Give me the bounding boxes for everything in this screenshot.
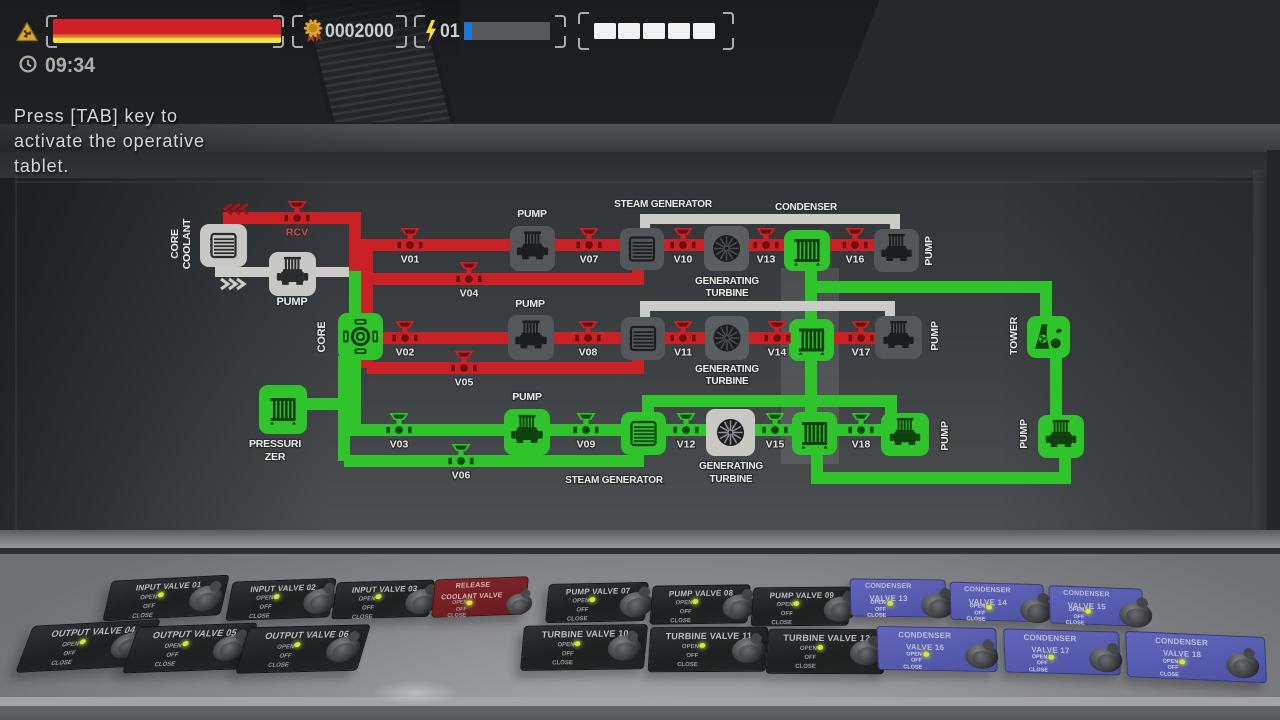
- svg-text:V04: V04: [460, 288, 479, 300]
- svg-text:V14: V14: [768, 347, 787, 359]
- svg-text:COOLANT: COOLANT: [181, 218, 193, 269]
- svg-text:GENERATING: GENERATING: [695, 276, 759, 287]
- svg-text:V17: V17: [852, 347, 871, 359]
- svg-text:ZER: ZER: [265, 451, 286, 463]
- svg-text:PRESSURI: PRESSURI: [249, 438, 301, 450]
- svg-text:GENERATING: GENERATING: [695, 364, 759, 375]
- svg-text:V12: V12: [677, 439, 696, 451]
- svg-text:CORE: CORE: [169, 229, 181, 259]
- svg-text:V09: V09: [577, 439, 596, 451]
- svg-text:PUMP: PUMP: [277, 296, 308, 308]
- svg-text:PUMP: PUMP: [923, 236, 935, 266]
- svg-text:V15: V15: [766, 439, 785, 451]
- svg-text:V01: V01: [401, 254, 420, 266]
- svg-text:V10: V10: [674, 254, 693, 266]
- svg-text:V03: V03: [390, 439, 409, 451]
- svg-text:TOWER: TOWER: [1008, 316, 1020, 355]
- svg-text:V18: V18: [852, 439, 871, 451]
- svg-text:PUMP: PUMP: [517, 208, 547, 220]
- svg-text:CONDENSER: CONDENSER: [775, 202, 838, 213]
- svg-text:V06: V06: [452, 470, 471, 482]
- svg-text:PUMP: PUMP: [515, 298, 545, 310]
- svg-text:TURBINE: TURBINE: [705, 376, 749, 387]
- svg-text:V16: V16: [846, 254, 865, 266]
- svg-text:V07: V07: [580, 254, 599, 266]
- svg-text:V11: V11: [674, 347, 692, 359]
- svg-text:V02: V02: [396, 347, 415, 359]
- svg-text:PUMP: PUMP: [939, 421, 951, 451]
- svg-text:GENERATING: GENERATING: [699, 461, 763, 472]
- svg-text:CORE: CORE: [316, 322, 328, 353]
- svg-text:RCV: RCV: [286, 227, 308, 239]
- svg-text:PUMP: PUMP: [512, 391, 542, 403]
- svg-text:TURBINE: TURBINE: [705, 288, 749, 299]
- svg-text:PUMP: PUMP: [929, 321, 941, 351]
- svg-text:PUMP: PUMP: [1018, 419, 1030, 449]
- svg-text:V05: V05: [455, 377, 474, 389]
- svg-text:STEAM GENERATOR: STEAM GENERATOR: [614, 199, 713, 210]
- svg-text:V08: V08: [579, 347, 598, 359]
- svg-text:TURBINE: TURBINE: [709, 474, 753, 485]
- svg-text:STEAM GENERATOR: STEAM GENERATOR: [565, 475, 664, 486]
- svg-text:V13: V13: [757, 254, 776, 266]
